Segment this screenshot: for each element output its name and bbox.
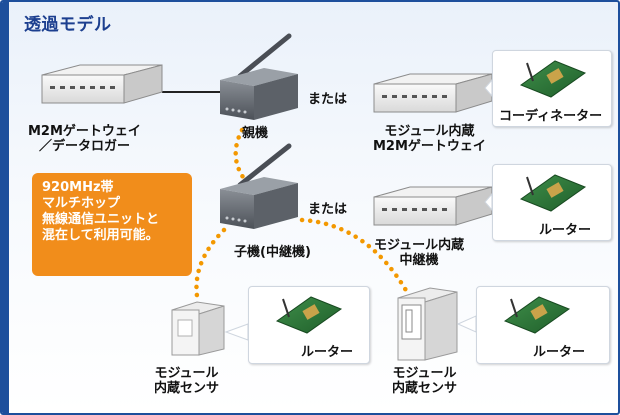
or-label-1: または [308,92,348,107]
sensor-right-label-line2: 内蔵センサ [392,381,458,396]
child-label: 子機(中継機) [234,245,311,260]
module-relay-device [373,186,493,226]
or-label-2: または [308,202,348,217]
callout-router-3: ルーター [476,286,610,364]
gateway-label-line1: M2Mゲートウェイ [28,124,141,139]
module-gateway-device [373,73,493,113]
note-line-3: 無線通信ユニットと [42,212,160,227]
sensor-right-device [397,287,458,361]
sensor-right-label-line1: モジュール [392,366,457,381]
page-title: 透過モデル [24,15,112,35]
module-relay-label-line2: 中継機 [399,253,439,268]
sensor-left-label-line1: モジュール [154,366,219,381]
note-line-1: 920MHz帯 [42,180,114,195]
module-gateway-label: モジュール内蔵 M2Mゲートウェイ [373,124,486,154]
gateway-device [41,64,163,104]
link-child-sensor-right [299,217,410,295]
module-relay-label-line1: モジュール内蔵 [374,238,465,253]
callout-coordinator-label: コーディネーター [499,109,603,124]
module-gateway-label-line2: M2Mゲートウェイ [373,139,486,154]
module-board-icon [503,296,571,334]
callout-router-2: ルーター [248,286,370,364]
link-child-sensor-left [194,227,227,305]
callout-router-2-label: ルーター [301,345,354,360]
frame-accent-bar [2,2,9,413]
gateway-label-line2: ／データロガー [38,139,130,154]
note-line-4: 混在して利用可能。 [42,228,159,243]
module-relay-label: モジュール内蔵 中継機 [374,238,464,268]
parent-label: 親機 [242,126,269,141]
callout-router-3-label: ルーター [533,345,586,360]
note-line-2: マルチホップ [42,196,121,211]
callout-pointer-router-2 [224,323,249,341]
sensor-right-label: モジュール 内蔵センサ [392,366,457,396]
gateway-label: M2Mゲートウェイ ／データロガー [28,124,141,154]
sensor-left-device [171,301,225,356]
module-board-icon [519,60,587,98]
callout-coordinator: コーディネーター [492,50,612,127]
callout-pointer-router-3 [456,315,477,333]
module-gateway-label-line1: モジュール内蔵 [384,124,475,139]
parent-radio-unit [220,33,298,120]
module-board-icon [519,174,587,212]
callout-router-1-label: ルーター [539,223,592,238]
sensor-left-label-line2: 内蔵センサ [154,381,220,396]
callout-router-1: ルーター [492,164,612,241]
feature-note: 920MHz帯 マルチホップ 無線通信ユニットと 混在して利用可能。 [32,173,192,276]
link-parent-child [233,127,248,183]
child-radio-unit [220,143,298,229]
radio-links [194,127,410,305]
module-board-icon [275,296,343,334]
sensor-left-label: モジュール 内蔵センサ [154,366,219,396]
